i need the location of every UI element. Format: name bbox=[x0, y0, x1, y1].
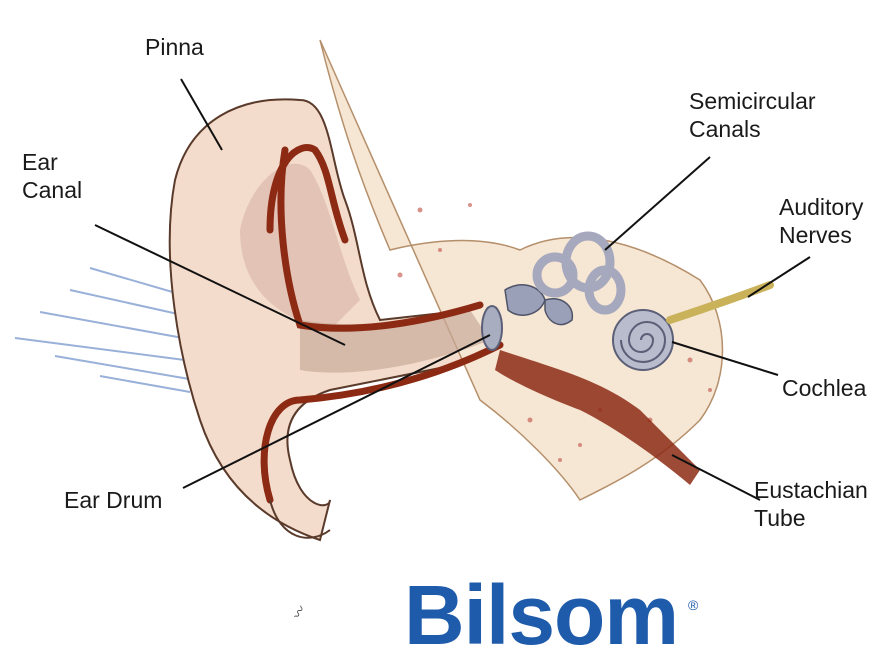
label-pinna: Pinna bbox=[145, 33, 204, 61]
label-semicircular-canals: Semicircular Canals bbox=[689, 87, 816, 143]
label-eustachian-tube: Eustachian Tube bbox=[754, 476, 868, 532]
semicircular-canals-leader bbox=[605, 157, 710, 250]
temporal-bone bbox=[320, 40, 723, 500]
auditory-nerves-leader bbox=[748, 257, 810, 297]
registered-mark: ® bbox=[688, 597, 698, 613]
label-cochlea: Cochlea bbox=[782, 374, 866, 402]
cochlea-shape bbox=[613, 310, 673, 370]
label-ear-drum: Ear Drum bbox=[64, 486, 162, 514]
ear-drum-shape bbox=[482, 306, 502, 350]
label-auditory-nerves: Auditory Nerves bbox=[779, 193, 863, 249]
bilsom-logo: Bilsom bbox=[404, 578, 678, 652]
artist-signature: 〰 bbox=[290, 603, 309, 622]
label-ear-canal: Ear Canal bbox=[22, 148, 82, 204]
